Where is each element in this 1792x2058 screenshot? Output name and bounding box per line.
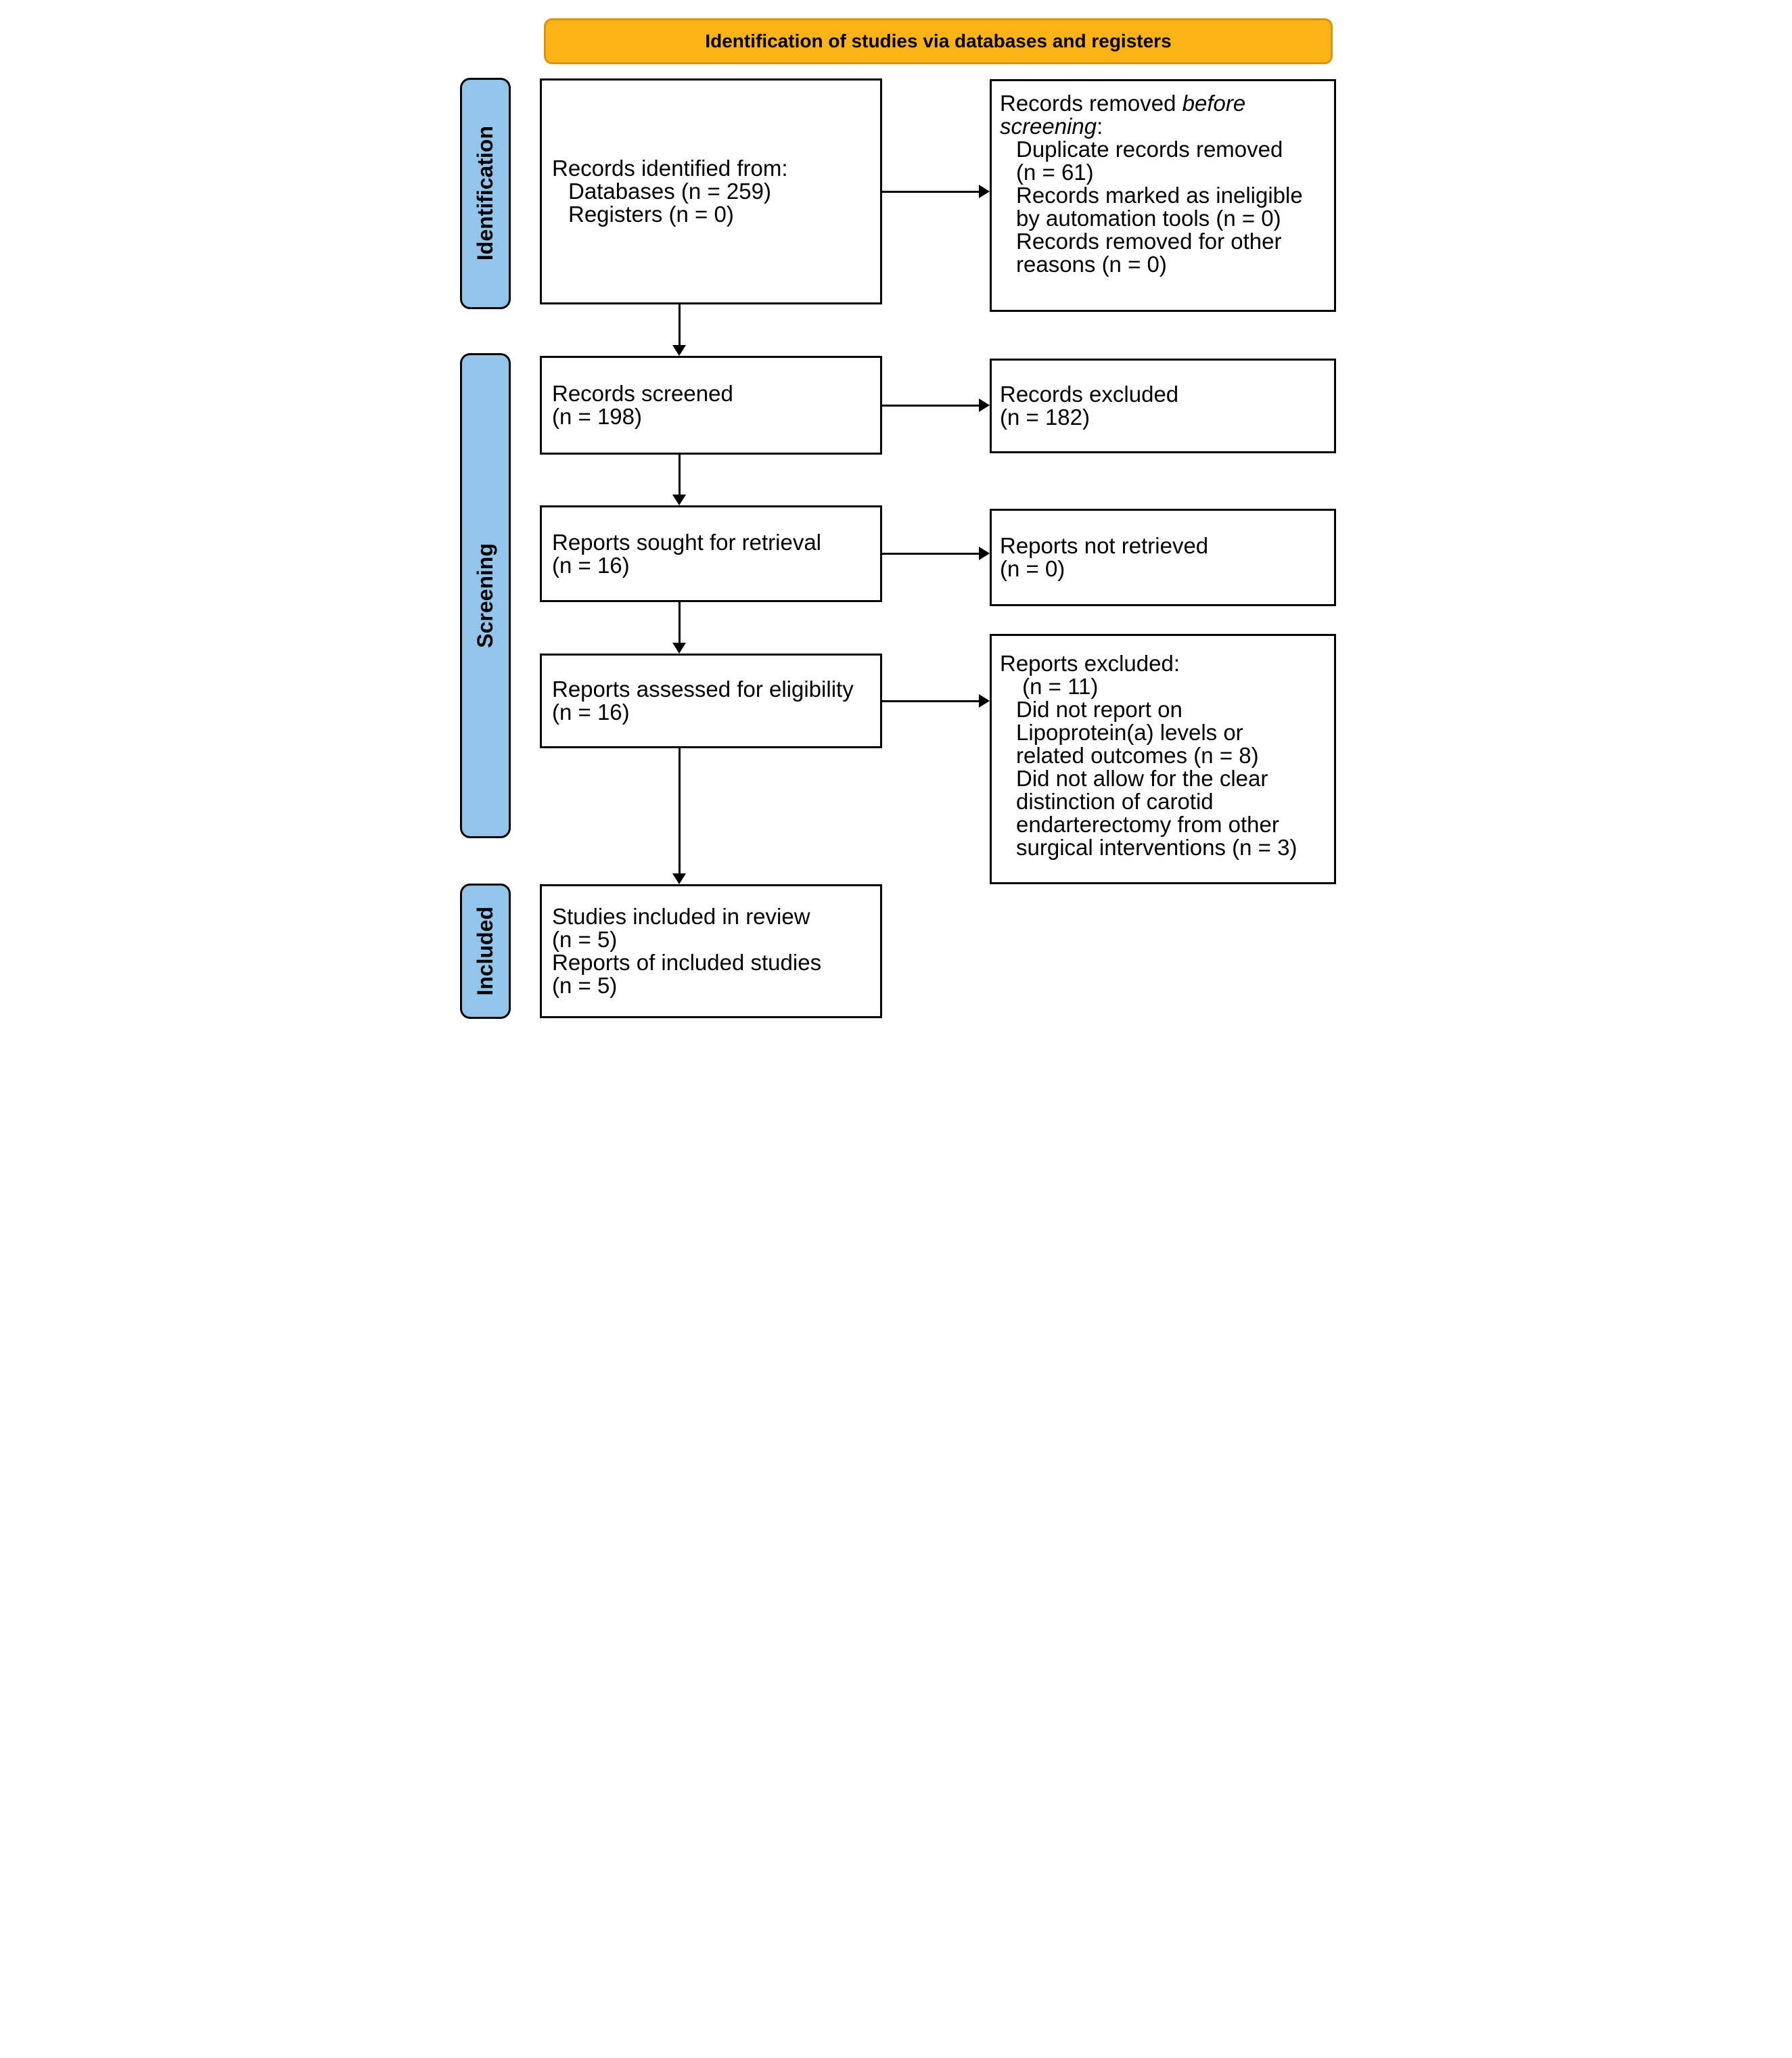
reports-assessed-count: (n = 16) [552, 700, 630, 725]
reports-not-retrieved-line: Reports not retrieved [1000, 533, 1209, 558]
box-records-excluded: Records excluded (n = 182) [990, 359, 1336, 453]
box-records-identified: Records identified from: Databases (n = … [540, 78, 882, 304]
records-screened-count: (n = 198) [552, 404, 642, 429]
stage-label-screening: Screening [460, 353, 511, 838]
arrow-shaft [678, 602, 681, 643]
records-identified-title: Records identified from: [552, 156, 788, 181]
records-screened-line: Records screened [552, 381, 733, 406]
box-studies-included: Studies included in review (n = 5) Repor… [540, 884, 882, 1018]
reports-excluded-item: (n = 11) [1016, 674, 1099, 699]
arrow-shaft [678, 455, 681, 495]
arrow-assessed-to-included [672, 748, 686, 884]
reports-included-line: Reports of included studies [552, 950, 822, 975]
records-removed-title: Records removed before screening: [1000, 92, 1306, 138]
stage-label-included-text: Included [473, 907, 497, 996]
arrow-head-right-icon [979, 185, 990, 198]
arrow-shaft [882, 190, 979, 193]
arrow-screened-to-excluded [882, 398, 990, 412]
reports-excluded-title: Reports excluded: [1000, 651, 1180, 676]
arrow-identified-to-screened [672, 304, 686, 356]
arrow-sought-to-not-retrieved [882, 547, 990, 560]
records-removed-title-italic: before screening [1000, 91, 1246, 139]
studies-included-line: Studies included in review [552, 904, 810, 929]
records-removed-title-prefix: Records removed [1000, 91, 1182, 116]
arrow-assessed-to-reports-excluded [882, 694, 990, 708]
records-identified-item: Databases (n = 259) [568, 179, 771, 204]
box-reports-not-retrieved: Reports not retrieved (n = 0) [990, 509, 1336, 606]
reports-sought-line: Reports sought for retrieval [552, 529, 822, 555]
box-records-removed: Records removed before screening: Duplic… [990, 79, 1336, 312]
arrow-head-down-icon [672, 873, 686, 884]
arrow-head-right-icon [979, 547, 990, 560]
arrow-head-down-icon [672, 643, 686, 654]
arrow-identified-to-removed [882, 185, 990, 198]
arrow-shaft [882, 552, 979, 555]
banner-title: Identification of studies via databases … [705, 30, 1172, 51]
arrow-head-right-icon [979, 398, 990, 412]
banner: Identification of studies via databases … [544, 18, 1333, 64]
records-removed-item: Records removed for other reasons (n = 0… [1016, 229, 1282, 277]
records-removed-item: Duplicate records removed (n = 61) [1016, 137, 1283, 185]
stage-label-identification: Identification [460, 78, 511, 309]
arrow-head-down-icon [672, 495, 686, 505]
arrow-shaft [678, 748, 681, 873]
stage-label-screening-text: Screening [473, 543, 497, 648]
arrow-head-down-icon [672, 345, 686, 356]
prisma-flow-diagram: Identification of studies via databases … [448, 0, 1344, 1029]
reports-excluded-item: Did not report on Lipoprotein(a) levels … [1016, 697, 1259, 768]
studies-included-count: (n = 5) [552, 927, 618, 952]
stage-label-identification-text: Identification [473, 126, 497, 261]
records-identified-item: Registers (n = 0) [568, 202, 734, 227]
reports-excluded-item: Did not allow for the clear distinction … [1016, 766, 1297, 860]
arrow-shaft [882, 404, 979, 407]
records-removed-title-suffix: : [1097, 114, 1103, 139]
arrow-shaft [678, 304, 681, 345]
records-excluded-line: Records excluded [1000, 382, 1179, 407]
reports-included-count: (n = 5) [552, 973, 618, 998]
reports-not-retrieved-count: (n = 0) [1000, 556, 1065, 581]
records-excluded-count: (n = 182) [1000, 405, 1090, 430]
arrow-sought-to-assessed [672, 602, 686, 654]
stage-label-included: Included [460, 884, 511, 1019]
box-reports-excluded: Reports excluded: (n = 11) Did not repor… [990, 634, 1336, 884]
records-removed-item: Records marked as ineligible by automati… [1016, 183, 1303, 231]
box-records-screened: Records screened (n = 198) [540, 356, 882, 455]
arrow-shaft [882, 700, 979, 702]
box-reports-assessed: Reports assessed for eligibility (n = 16… [540, 654, 882, 748]
reports-sought-count: (n = 16) [552, 552, 630, 578]
reports-assessed-line: Reports assessed for eligibility [552, 677, 854, 702]
arrow-head-right-icon [979, 694, 990, 708]
arrow-screened-to-sought [672, 455, 686, 505]
box-reports-sought: Reports sought for retrieval (n = 16) [540, 505, 882, 602]
